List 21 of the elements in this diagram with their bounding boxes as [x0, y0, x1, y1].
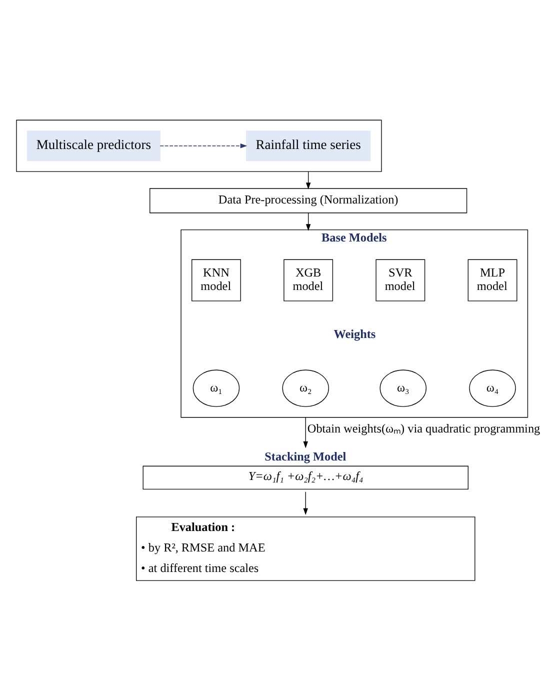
- node-box: KNN model: [192, 258, 241, 301]
- arrow: [303, 491, 308, 514]
- edge-label: Obtain weights(ωₘ) via quadratic programming: [307, 421, 540, 436]
- node-box: Data Pre-processing (Normalization): [150, 188, 468, 213]
- cluster: [16, 119, 382, 172]
- node-ellipse: ω₃: [380, 369, 426, 406]
- node-box: Y=ω₁f₁ +ω₂f₂+…+ω₄f₄: [142, 465, 468, 489]
- node-box: Multiscale predictors: [26, 130, 160, 161]
- node-box: SVR model: [376, 258, 426, 301]
- node-ellipse: ω₁: [192, 369, 240, 406]
- arrow: [306, 212, 311, 230]
- node-ellipse: ω₂: [282, 369, 329, 406]
- arrow: [160, 142, 248, 148]
- arrow: [306, 170, 311, 189]
- arrow: [303, 416, 308, 448]
- node-ellipse: ω₄: [469, 369, 516, 406]
- node-box: XGB model: [284, 258, 334, 301]
- node-box: MLP model: [468, 258, 518, 301]
- node-label: Stacking Model: [264, 448, 346, 463]
- node-box: Rainfall time series: [246, 130, 371, 161]
- node-box: Evaluation : • by R², RMSE and MAE • at different time scales: [136, 516, 476, 580]
